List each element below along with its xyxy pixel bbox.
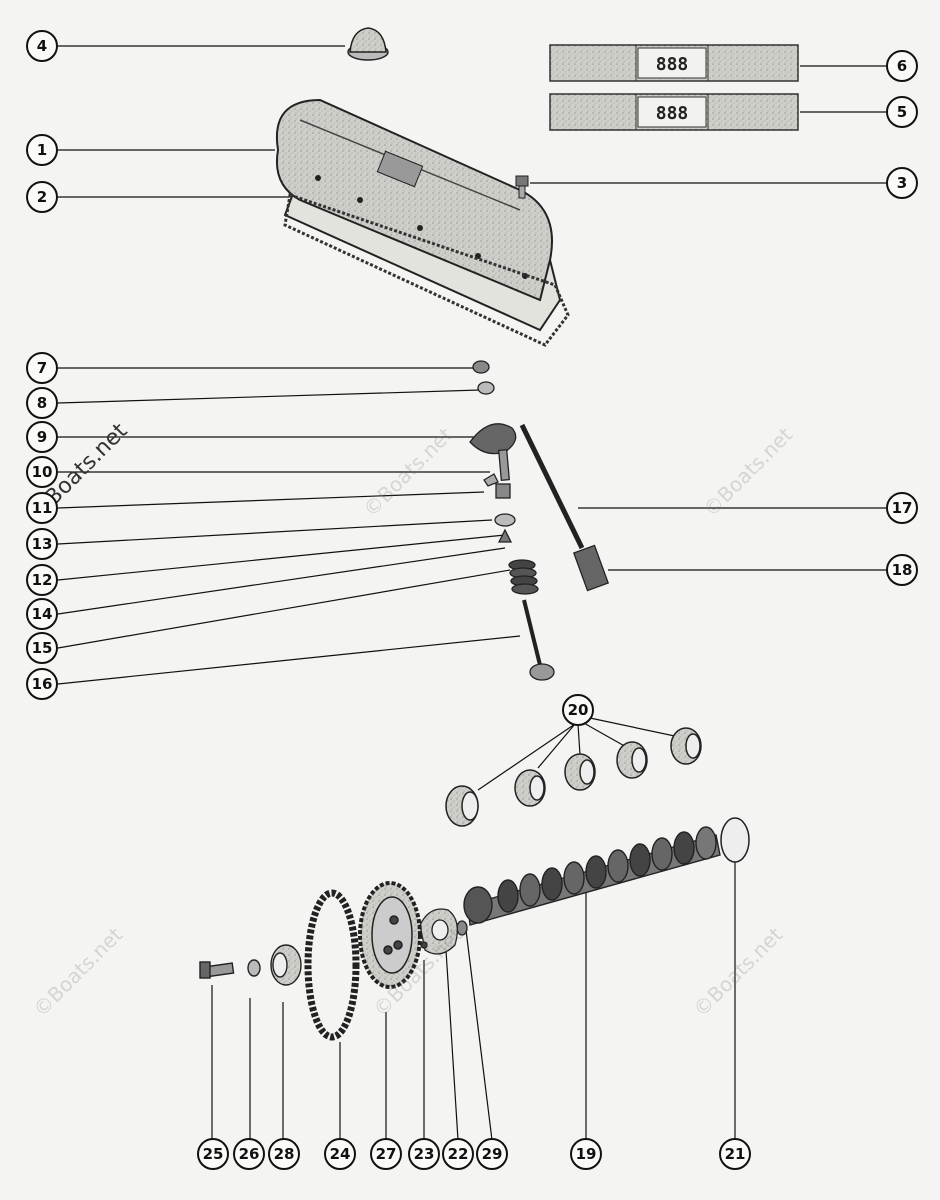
callout-27[interactable]: 27: [370, 1138, 402, 1170]
callout-3[interactable]: 3: [886, 167, 918, 199]
guide-part: [495, 483, 511, 499]
timing-chain-part: [304, 889, 360, 1041]
decal-code-6: 888: [656, 54, 689, 75]
cap-part: [494, 513, 516, 527]
valve-cover-part: [275, 98, 570, 347]
callout-18[interactable]: 18: [886, 554, 918, 586]
push-rod-part: [519, 423, 585, 550]
lifter-part: [572, 544, 610, 592]
callout-28[interactable]: 28: [268, 1138, 300, 1170]
fuel-pump-eccentric-parts: [199, 944, 302, 986]
thrust-plate-parts: [419, 908, 468, 955]
callout-4[interactable]: 4: [26, 30, 58, 62]
washer-part: [247, 959, 261, 977]
cover-bolt-part: [515, 175, 529, 199]
callout-14[interactable]: 14: [26, 598, 58, 630]
oil-fill-cap-part: [347, 27, 389, 61]
leader-lines: [57, 45, 886, 1141]
callout-16[interactable]: 16: [26, 668, 58, 700]
valve-head-part: [529, 663, 555, 681]
callout-8[interactable]: 8: [26, 387, 58, 419]
callout-17[interactable]: 17: [886, 492, 918, 524]
callout-7[interactable]: 7: [26, 352, 58, 384]
callout-10[interactable]: 10: [26, 456, 58, 488]
valve-stem-part: [522, 599, 542, 666]
callout-12[interactable]: 12: [26, 564, 58, 596]
callout-11[interactable]: 11: [26, 492, 58, 524]
rocker-stud-part: [498, 449, 510, 481]
valve-spring-part: [508, 559, 539, 595]
decal-code-5: 888: [656, 103, 689, 124]
callout-5[interactable]: 5: [886, 96, 918, 128]
callout-24[interactable]: 24: [324, 1138, 356, 1170]
callout-1[interactable]: 1: [26, 134, 58, 166]
decal-part-5: [549, 93, 799, 131]
valve-keys-part: [483, 473, 499, 487]
cam-plug-part: [720, 817, 750, 863]
callout-21[interactable]: 21: [719, 1138, 751, 1170]
callout-2[interactable]: 2: [26, 181, 58, 213]
callout-23[interactable]: 23: [408, 1138, 440, 1170]
callout-6[interactable]: 6: [886, 50, 918, 82]
callout-25[interactable]: 25: [197, 1138, 229, 1170]
nut-part: [472, 360, 490, 374]
decal-part-6: [549, 44, 799, 82]
cam-bearings-part: [445, 727, 702, 827]
callout-9[interactable]: 9: [26, 421, 58, 453]
callout-15[interactable]: 15: [26, 632, 58, 664]
callout-19[interactable]: 19: [570, 1138, 602, 1170]
callout-20[interactable]: 20: [562, 694, 594, 726]
cam-sprocket-part: [358, 881, 422, 989]
seal-part: [497, 528, 513, 543]
rocker-arm-part: [469, 423, 517, 455]
callout-26[interactable]: 26: [233, 1138, 265, 1170]
camshaft-part: [463, 826, 721, 926]
ball-part: [477, 381, 495, 395]
callout-29[interactable]: 29: [476, 1138, 508, 1170]
valve-train-parts: [469, 360, 610, 681]
callout-13[interactable]: 13: [26, 528, 58, 560]
callout-22[interactable]: 22: [442, 1138, 474, 1170]
